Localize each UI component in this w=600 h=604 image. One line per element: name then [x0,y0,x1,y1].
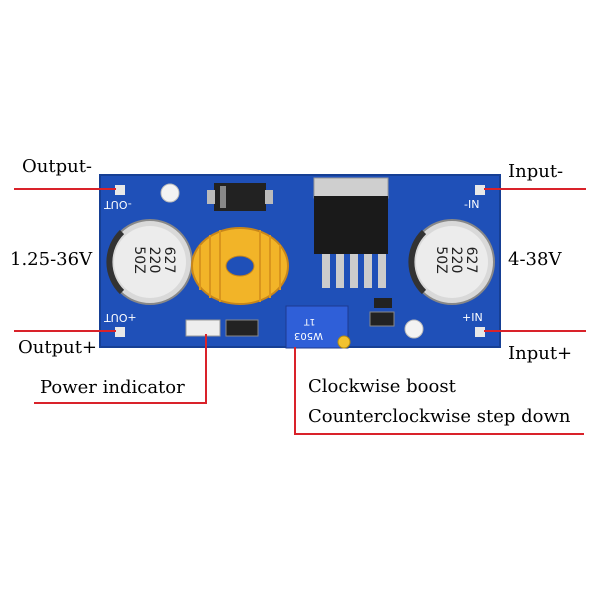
silk-in-minus: -IN [464,198,480,211]
regulator-ic [313,177,389,288]
smd-part-right [369,311,395,327]
pot-small-code: 1T [304,316,316,326]
cap-right-text: 627 220 50Z [433,242,479,278]
silk-out-plus: +OUT [104,311,137,324]
toroid-inductor [191,227,289,305]
callout-line-pot-horizontal [294,433,584,435]
silk-in-plus: +IN [462,311,483,324]
callout-line-input-plus [484,330,586,332]
callout-line-led-vertical [205,334,207,404]
mount-hole-top-left-center [160,183,180,203]
label-output-minus: Output- [22,156,93,177]
label-output-voltage: 1.25-36V [10,249,93,270]
cap-right-line3: 50Z [433,246,449,274]
pot-code: W503 [294,330,323,341]
mount-hole-bottom-center [404,319,424,339]
callout-line-input-minus [484,188,586,190]
smd-resistor [225,319,259,337]
power-led [185,319,221,337]
cap-left-text: 627 220 50Z [131,242,177,278]
potentiometer [285,305,351,349]
pad-out-plus [115,327,125,337]
label-input-plus: Input+ [508,343,573,364]
smd-part-top [374,298,392,308]
callout-line-pot-vertical [294,347,296,435]
label-clockwise-boost: Clockwise boost [308,376,456,397]
input-capacitor [408,219,495,305]
schottky-diode [207,183,273,211]
output-capacitor [106,219,193,305]
callout-line-led-horizontal [34,402,207,404]
silk-out-minus: -OUT [104,198,132,211]
cap-left-line1: 627 [161,246,177,274]
label-output-plus: Output+ [18,337,98,358]
pad-out-minus [115,185,125,195]
cap-left-line2: 220 [146,246,162,274]
label-power-indicator: Power indicator [40,377,185,398]
label-input-voltage: 4-38V [508,249,562,270]
cap-right-line2: 220 [448,246,464,274]
pad-in-minus [475,185,485,195]
callout-line-output-minus [14,188,116,190]
label-input-minus: Input- [508,161,564,182]
cap-left-line3: 50Z [131,246,147,274]
callout-line-output-plus [14,330,116,332]
cap-right-line1: 627 [463,246,479,274]
pad-in-plus [475,327,485,337]
label-counterclockwise-step-down: Counterclockwise step down [308,406,571,427]
